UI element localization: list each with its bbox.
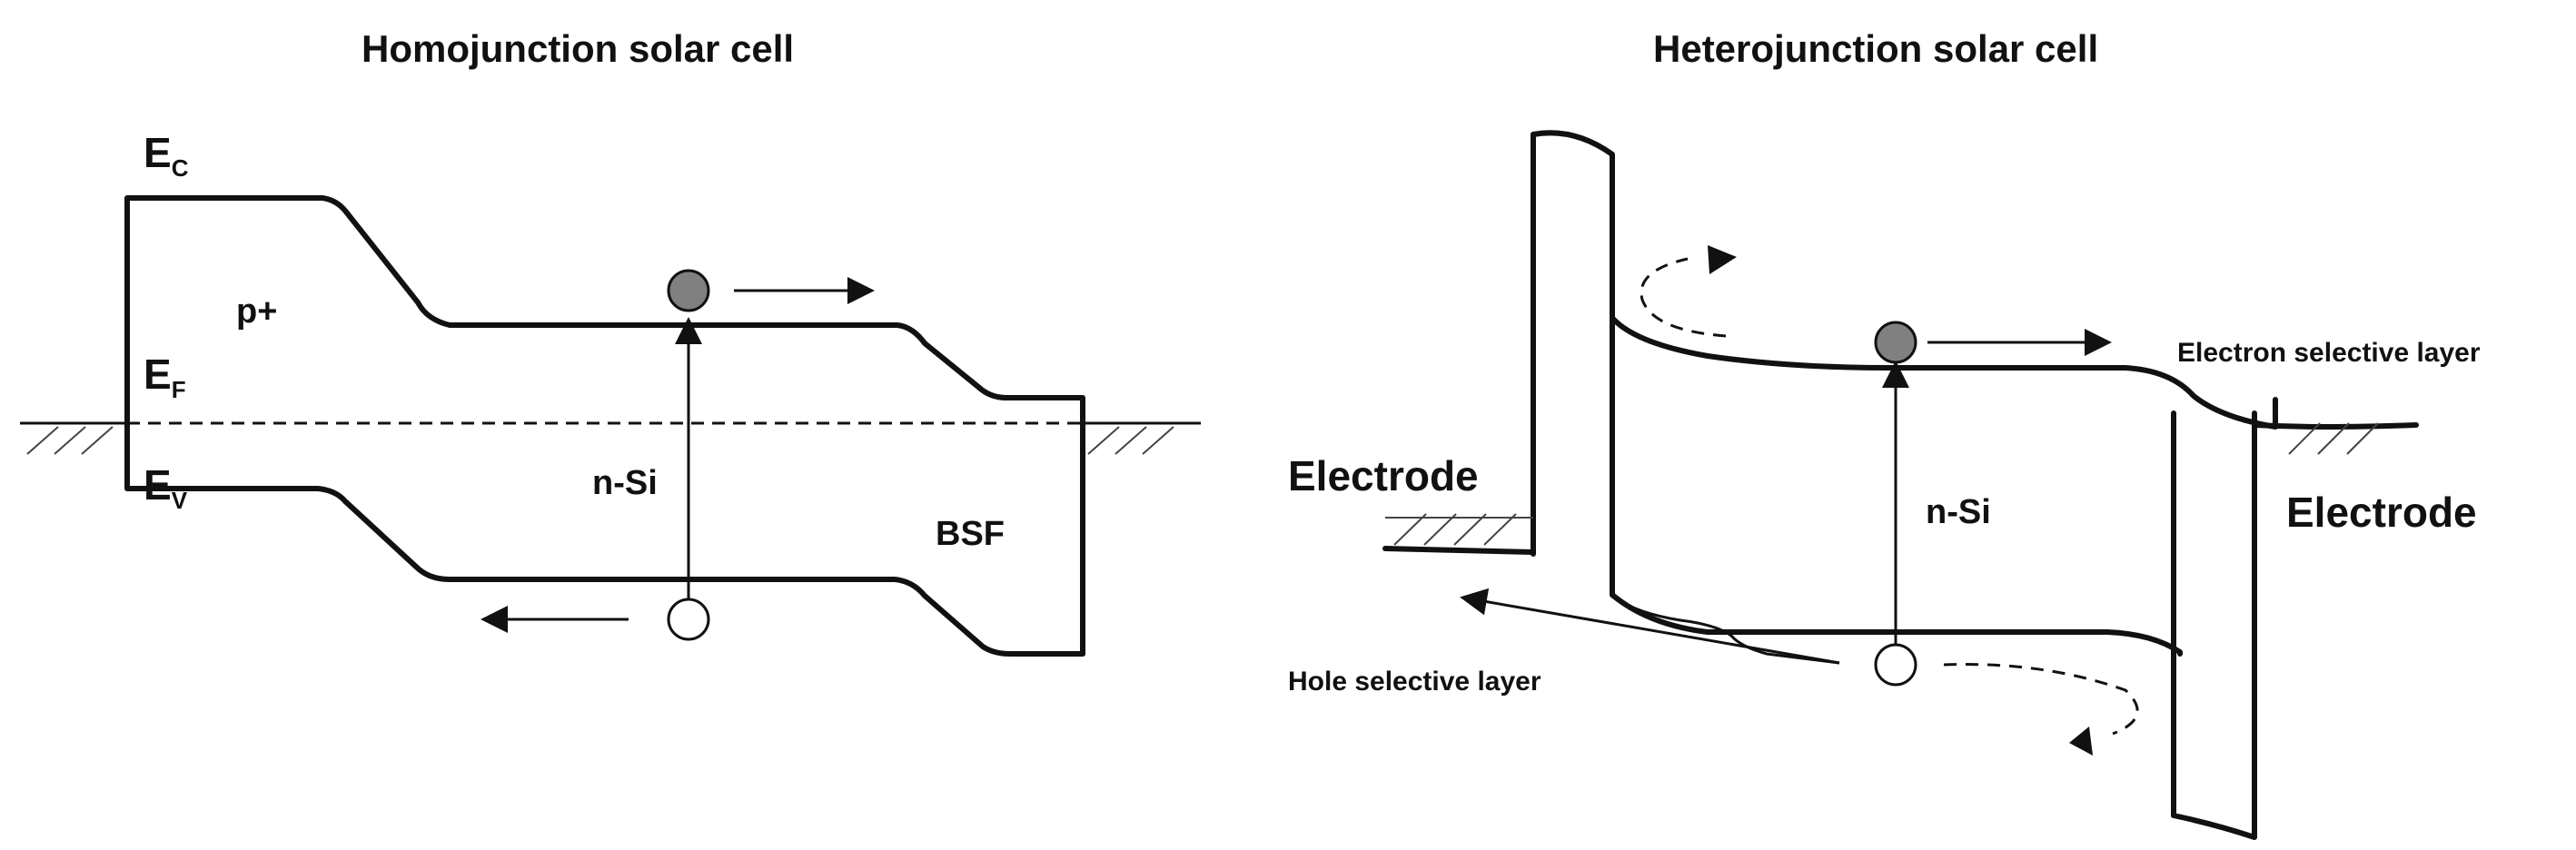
label-electron-selective: Electron selective layer bbox=[2177, 338, 2481, 368]
ground-hatch-right bbox=[1087, 426, 1174, 455]
ground-hatch-left bbox=[26, 426, 114, 455]
electron-blocking-barrier bbox=[1531, 130, 1615, 598]
hole-hetero bbox=[1874, 643, 1917, 687]
label-n-si-hetero: n-Si bbox=[1926, 493, 1991, 531]
label-ev: EV bbox=[144, 461, 188, 514]
valence-band-hetero bbox=[1610, 592, 2183, 657]
ground-hatch-right-hetero bbox=[2288, 422, 2379, 455]
label-ec: EC bbox=[144, 129, 189, 182]
label-bsf: BSF bbox=[936, 515, 1005, 553]
conduction-band-hetero bbox=[1610, 315, 2278, 430]
label-electrode-right: Electrode bbox=[2286, 489, 2477, 536]
hole-reflection-arrowhead bbox=[2069, 726, 2093, 756]
label-hole-selective: Hole selective layer bbox=[1288, 667, 1541, 697]
electron-reflection-arrow bbox=[1640, 257, 1727, 338]
conduction-band-homo bbox=[124, 195, 1085, 657]
electron-hetero bbox=[1874, 321, 1917, 364]
heterojunction-title: Heterojunction solar cell bbox=[1653, 27, 2098, 70]
valence-band-homo bbox=[124, 447, 1085, 657]
hole-reflection-arrow bbox=[1943, 663, 2139, 736]
ground-hatch-left-hetero bbox=[1385, 513, 1533, 546]
electrode-level-right bbox=[2252, 422, 2419, 430]
hole-blocking-barrier bbox=[2171, 410, 2257, 840]
label-electrode-left: Electrode bbox=[1288, 452, 1479, 499]
hole-homo bbox=[667, 598, 710, 641]
electrode-level-left bbox=[1382, 546, 1536, 555]
electron-reflection-arrowhead bbox=[1708, 245, 1737, 274]
electron-homo bbox=[667, 269, 710, 312]
label-ef: EF bbox=[144, 351, 186, 403]
label-n-si-homo: n-Si bbox=[592, 464, 658, 502]
homojunction-title: Homojunction solar cell bbox=[362, 27, 794, 70]
hole-extraction-arrow bbox=[1460, 588, 1840, 665]
heterojunction-diagram: Heterojunction solar cell bbox=[1288, 27, 2481, 840]
label-p-plus: p+ bbox=[236, 292, 277, 331]
homojunction-diagram: Homojunction solar cell EC bbox=[20, 27, 1201, 657]
